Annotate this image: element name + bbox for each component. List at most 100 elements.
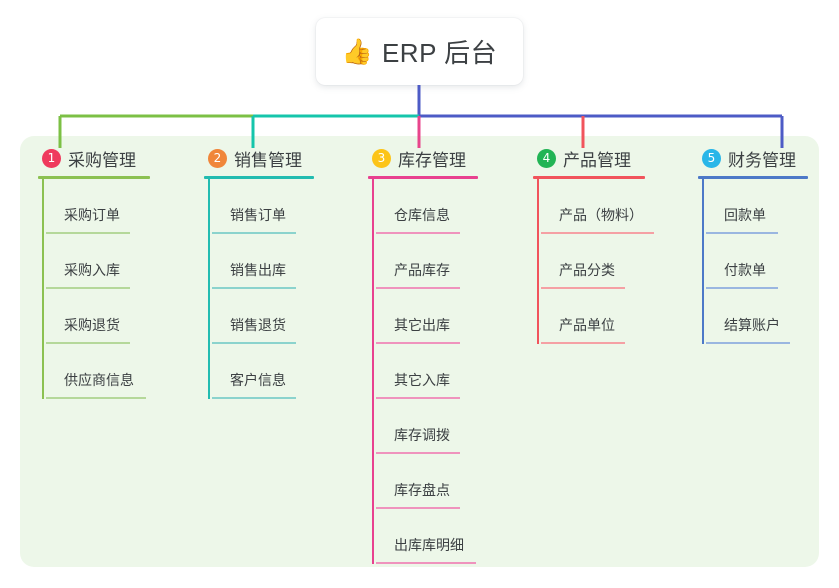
menu-item-rule: [706, 232, 778, 234]
column-5: 5 财务管理回款单付款单结算账户: [698, 146, 808, 344]
menu-item-rule: [212, 397, 296, 399]
column-title-1: 采购管理: [68, 150, 136, 170]
column-spine-4: [537, 179, 539, 344]
column-underline-3: [368, 176, 478, 179]
menu-item-label: 销售退货: [230, 317, 286, 333]
column-header-3[interactable]: 3 库存管理: [368, 146, 478, 170]
column-items-1: 采购订单采购入库采购退货供应商信息: [38, 179, 150, 399]
column-header-4[interactable]: 4 产品管理: [533, 146, 645, 170]
menu-item[interactable]: 供应商信息: [42, 344, 150, 399]
menu-item[interactable]: 库存调拨: [372, 399, 478, 454]
menu-item[interactable]: 销售订单: [208, 179, 314, 234]
column-title-3: 库存管理: [398, 150, 466, 170]
menu-item[interactable]: 其它出库: [372, 289, 478, 344]
column-underline-1: [38, 176, 150, 179]
column-items-3: 仓库信息产品库存其它出库其它入库库存调拨库存盘点出库库明细: [368, 179, 478, 564]
menu-item-label: 结算账户: [724, 317, 780, 333]
menu-item-label: 销售订单: [230, 207, 286, 223]
menu-item[interactable]: 采购入库: [42, 234, 150, 289]
menu-item-rule: [376, 562, 476, 564]
column-1: 1 采购管理采购订单采购入库采购退货供应商信息: [38, 146, 150, 399]
menu-item[interactable]: 出库库明细: [372, 509, 478, 564]
menu-item-rule: [212, 232, 296, 234]
menu-item[interactable]: 产品分类: [537, 234, 645, 289]
menu-item[interactable]: 产品（物料）: [537, 179, 654, 234]
column-items-4: 产品（物料） 产品分类产品单位: [533, 179, 654, 344]
menu-item-label: 客户信息: [230, 372, 286, 388]
menu-item[interactable]: 其它入库: [372, 344, 478, 399]
column-badge-3: 3: [372, 148, 391, 168]
menu-item-rule: [46, 232, 130, 234]
menu-item-rule: [212, 342, 296, 344]
column-underline-2: [204, 176, 314, 179]
diagram-panel: [20, 136, 819, 567]
menu-item-rule: [212, 287, 296, 289]
menu-item[interactable]: 库存盘点: [372, 454, 478, 509]
root-node-card[interactable]: 👍 ERP 后台: [316, 18, 523, 85]
menu-item-label: 产品单位: [559, 317, 615, 333]
column-badge-5: 5: [702, 148, 721, 168]
column-spine-5: [702, 179, 704, 344]
column-3: 3 库存管理仓库信息产品库存其它出库其它入库库存调拨库存盘点出库库明细: [368, 146, 478, 564]
column-items-5: 回款单付款单结算账户: [698, 179, 808, 344]
column-title-4: 产品管理: [563, 150, 631, 170]
menu-item[interactable]: 采购退货: [42, 289, 150, 344]
menu-item-rule: [541, 342, 625, 344]
menu-item-rule: [376, 507, 460, 509]
column-title-5: 财务管理: [728, 150, 796, 170]
menu-item-rule: [46, 397, 146, 399]
column-header-5[interactable]: 5 财务管理: [698, 146, 808, 170]
menu-item-label: 库存盘点: [394, 482, 450, 498]
menu-item-rule: [376, 287, 460, 289]
menu-item[interactable]: 客户信息: [208, 344, 314, 399]
menu-item-rule: [706, 287, 778, 289]
menu-item-rule: [376, 452, 460, 454]
menu-item[interactable]: 采购订单: [42, 179, 150, 234]
menu-item-rule: [376, 232, 460, 234]
menu-item-label: 采购订单: [64, 207, 120, 223]
root-node-title: ERP 后台: [381, 38, 498, 68]
menu-item-rule: [541, 232, 654, 234]
menu-item-label: 回款单: [724, 207, 766, 223]
menu-item-label: 库存调拨: [394, 427, 450, 443]
column-spine-3: [372, 179, 374, 564]
menu-item[interactable]: 结算账户: [702, 289, 808, 344]
menu-item[interactable]: 仓库信息: [372, 179, 478, 234]
menu-item-label: 出库库明细: [394, 537, 464, 553]
menu-item-rule: [376, 397, 460, 399]
menu-item-rule: [376, 342, 460, 344]
column-header-1[interactable]: 1 采购管理: [38, 146, 150, 170]
column-badge-4: 4: [537, 148, 556, 168]
column-4: 4 产品管理产品（物料） 产品分类产品单位: [533, 146, 654, 344]
menu-item-label: 供应商信息: [64, 372, 134, 388]
menu-item-label: 销售出库: [230, 262, 286, 278]
menu-item[interactable]: 销售出库: [208, 234, 314, 289]
menu-item-label: 产品分类: [559, 262, 615, 278]
menu-item-rule: [46, 342, 130, 344]
menu-item-rule: [46, 287, 130, 289]
menu-item[interactable]: 产品单位: [537, 289, 645, 344]
column-underline-4: [533, 176, 645, 179]
column-spine-1: [42, 179, 44, 399]
menu-item-label: 其它出库: [394, 317, 450, 333]
menu-item-label: 付款单: [724, 262, 766, 278]
menu-item-rule: [706, 342, 790, 344]
menu-item[interactable]: 产品库存: [372, 234, 478, 289]
column-underline-5: [698, 176, 808, 179]
menu-item[interactable]: 付款单: [702, 234, 808, 289]
column-badge-2: 2: [208, 148, 227, 168]
menu-item[interactable]: 回款单: [702, 179, 808, 234]
column-spine-2: [208, 179, 210, 399]
column-title-2: 销售管理: [234, 150, 302, 170]
column-header-2[interactable]: 2 销售管理: [204, 146, 314, 170]
menu-item-label: 其它入库: [394, 372, 450, 388]
menu-item-label: 产品库存: [394, 262, 450, 278]
menu-item-label: 仓库信息: [394, 207, 450, 223]
column-badge-1: 1: [42, 148, 61, 168]
menu-item-label: 产品（物料）: [559, 207, 643, 223]
menu-item-rule: [541, 287, 625, 289]
menu-item[interactable]: 销售退货: [208, 289, 314, 344]
column-2: 2 销售管理销售订单销售出库销售退货客户信息: [204, 146, 314, 399]
thumbs-up-icon: 👍: [341, 37, 373, 66]
